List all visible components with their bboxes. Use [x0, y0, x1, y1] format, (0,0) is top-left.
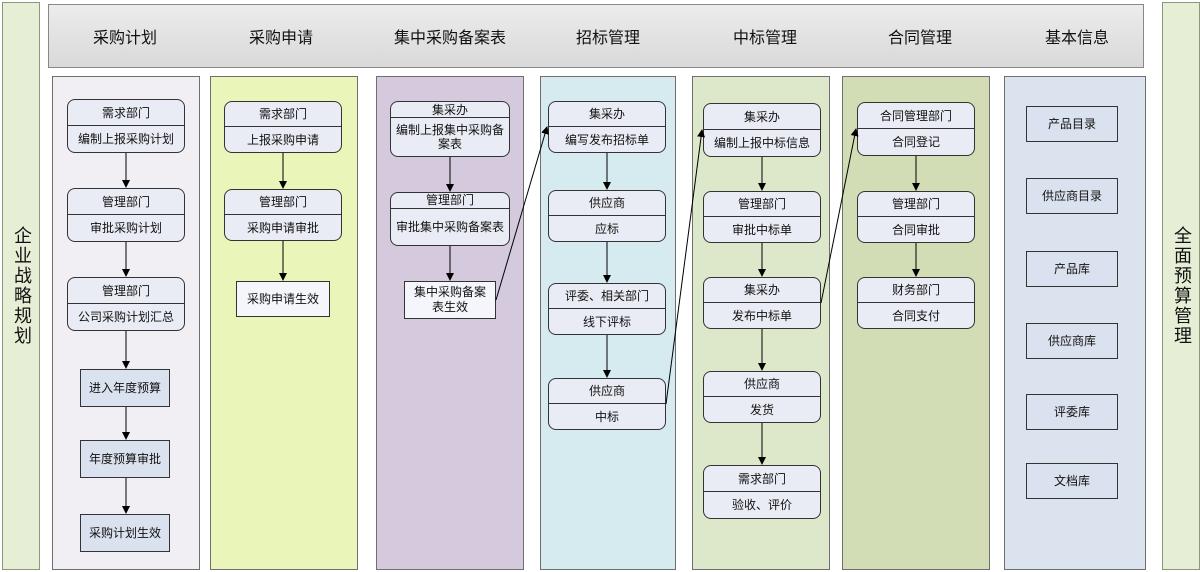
- node-action: 审批集中采购备案表: [395, 219, 504, 234]
- node-enter-annual-budget[interactable]: 进入年度预算: [80, 369, 170, 407]
- node-action: 编制上报集中采购备案表: [395, 123, 504, 152]
- node-action: 合同支付: [891, 308, 940, 323]
- node-action: 应标: [594, 221, 619, 236]
- node-bidding-respond[interactable]: 供应商 应标: [548, 190, 666, 242]
- node-request-approve[interactable]: 管理部门 采购申请审批: [224, 189, 342, 241]
- info-product-library[interactable]: 产品库: [1026, 251, 1118, 287]
- node-role: 管理部门: [858, 192, 974, 217]
- node-role: 供应商: [704, 372, 820, 397]
- node-annual-budget-approval[interactable]: 年度预算审批: [80, 440, 170, 478]
- node-plan-effective[interactable]: 采购计划生效: [80, 514, 170, 552]
- node-action: 采购申请审批: [246, 220, 319, 235]
- node-action: 发货: [749, 402, 774, 417]
- node-action: 公司采购计划汇总: [77, 310, 174, 324]
- node-plan-approve[interactable]: 管理部门 审批采购计划: [67, 188, 185, 242]
- node-plan-compile[interactable]: 需求部门 编制上报采购计划: [67, 99, 185, 153]
- node-request-submit[interactable]: 需求部门 上报采购申请: [224, 101, 342, 153]
- info-supplier-catalog[interactable]: 供应商目录: [1026, 178, 1118, 214]
- tab-bidding-management[interactable]: 招标管理: [575, 28, 640, 47]
- side-panel-budget-label: 全面预算管理: [1171, 226, 1192, 346]
- tab-contract-management[interactable]: 合同管理: [887, 28, 952, 47]
- node-action: 发布中标单: [731, 308, 792, 323]
- node-action: 合同审批: [891, 222, 940, 237]
- node-contract-payment[interactable]: 财务部门 合同支付: [857, 277, 975, 329]
- lane-purchase-request: [210, 76, 358, 570]
- node-role: 集采办: [391, 102, 509, 119]
- node-contract-register[interactable]: 合同管理部门 合同登记: [857, 102, 975, 156]
- node-award-accept[interactable]: 需求部门 验收、评价: [703, 465, 821, 519]
- side-panel-strategy: 企业战略规划: [2, 2, 40, 570]
- node-role: 需求部门: [68, 100, 184, 126]
- info-supplier-library[interactable]: 供应商库: [1026, 323, 1118, 359]
- node-role: 供应商: [549, 379, 665, 404]
- node-award-approve[interactable]: 管理部门 审批中标单: [703, 191, 821, 243]
- node-plan-summary[interactable]: 管理部门 公司采购计划汇总: [67, 277, 185, 331]
- node-bidding-win[interactable]: 供应商 中标: [548, 378, 666, 430]
- node-action: 编制上报中标信息: [713, 136, 810, 150]
- tab-purchase-request[interactable]: 采购申请: [248, 28, 313, 47]
- node-role: 管理部门: [68, 278, 184, 304]
- node-action: 中标: [594, 409, 619, 424]
- node-role: 管理部门: [704, 192, 820, 217]
- node-action: 合同登记: [891, 135, 940, 149]
- node-action: 编制上报采购计划: [77, 132, 174, 146]
- node-role: 集采办: [704, 278, 820, 303]
- node-award-publish[interactable]: 集采办 发布中标单: [703, 277, 821, 329]
- tab-award-management[interactable]: 中标管理: [732, 28, 797, 47]
- info-judge-library[interactable]: 评委库: [1026, 394, 1118, 430]
- node-action: 编写发布招标单: [564, 132, 649, 147]
- node-action: 审批中标单: [731, 222, 792, 237]
- node-role: 评委、相关部门: [549, 284, 665, 309]
- side-panel-budget: 全面预算管理: [1162, 2, 1200, 570]
- node-action: 上报采购申请: [246, 132, 319, 147]
- node-role: 管理部门: [68, 189, 184, 215]
- node-role: 供应商: [549, 191, 665, 216]
- node-role: 财务部门: [858, 278, 974, 303]
- node-award-deliver[interactable]: 供应商 发货: [703, 371, 821, 423]
- node-bidding-evaluate[interactable]: 评委、相关部门 线下评标: [548, 283, 666, 335]
- module-header: 采购计划 采购申请 集中采购备案表 招标管理 中标管理 合同管理 基本信息: [48, 4, 1144, 68]
- node-contract-approve[interactable]: 管理部门 合同审批: [857, 191, 975, 243]
- node-bidding-publish[interactable]: 集采办 编写发布招标单: [548, 101, 666, 153]
- node-action: 审批采购计划: [89, 221, 162, 235]
- info-document-library[interactable]: 文档库: [1026, 463, 1118, 499]
- node-role: 需求部门: [225, 102, 341, 127]
- node-role: 合同管理部门: [858, 103, 974, 129]
- info-product-catalog[interactable]: 产品目录: [1026, 106, 1118, 142]
- tab-central-procurement-record[interactable]: 集中采购备案表: [393, 28, 506, 47]
- node-role: 管理部门: [391, 193, 509, 209]
- node-role: 管理部门: [225, 190, 341, 215]
- node-action: 线下评标: [582, 314, 631, 329]
- node-award-compile[interactable]: 集采办 编制上报中标信息: [703, 103, 821, 157]
- node-role: 集采办: [704, 104, 820, 130]
- node-record-compile[interactable]: 集采办 编制上报集中采购备案表: [390, 101, 510, 157]
- node-record-effective[interactable]: 集中采购备案表生效: [404, 281, 496, 319]
- node-role: 集采办: [549, 102, 665, 127]
- node-action: 验收、评价: [731, 498, 792, 512]
- node-request-effective[interactable]: 采购申请生效: [236, 281, 330, 317]
- node-record-approve[interactable]: 管理部门 审批集中采购备案表: [390, 192, 510, 246]
- node-role: 需求部门: [704, 466, 820, 492]
- tab-purchase-plan[interactable]: 采购计划: [92, 28, 157, 47]
- side-panel-strategy-label: 企业战略规划: [11, 226, 32, 346]
- tab-basic-info[interactable]: 基本信息: [1044, 28, 1109, 47]
